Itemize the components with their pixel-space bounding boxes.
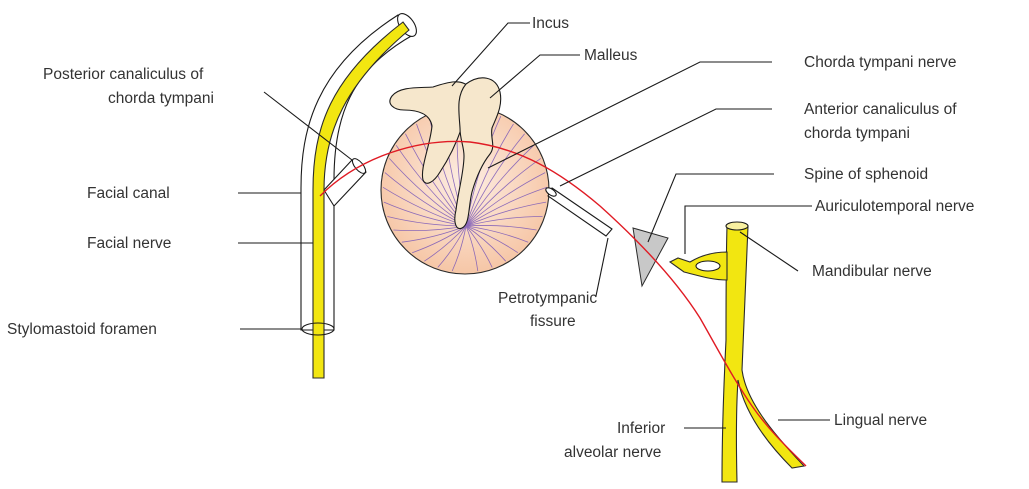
label-posterior-canaliculus-line1: Posterior canaliculus of <box>43 66 204 83</box>
label-spine-of-sphenoid: Spine of sphenoid <box>804 166 928 183</box>
label-inferior-alveolar-line1: Inferior <box>617 420 665 437</box>
label-anterior-canaliculus-line2: chorda tympani <box>804 125 910 142</box>
label-malleus: Malleus <box>584 47 638 64</box>
anterior-canaliculus <box>544 186 612 236</box>
label-auriculotemporal-nerve: Auriculotemporal nerve <box>815 198 974 215</box>
label-incus: Incus <box>532 15 569 32</box>
label-petrotympanic-line1: Petrotympanic <box>498 290 597 307</box>
label-chorda-tympani-nerve: Chorda tympani nerve <box>804 54 957 71</box>
mandibular-nerve-top <box>726 222 748 230</box>
label-facial-nerve: Facial nerve <box>87 235 171 252</box>
label-mandibular-nerve: Mandibular nerve <box>812 263 932 280</box>
label-anterior-canaliculus-line1: Anterior canaliculus of <box>804 101 957 118</box>
label-facial-canal: Facial canal <box>87 185 170 202</box>
mandibular-nerve <box>722 226 804 482</box>
label-stylomastoid-foramen: Stylomastoid foramen <box>7 321 157 338</box>
label-posterior-canaliculus-line2: chorda tympani <box>108 90 214 107</box>
label-lingual-nerve: Lingual nerve <box>834 412 927 429</box>
auriculotemporal-loop <box>696 261 720 271</box>
label-inferior-alveolar-line2: alveolar nerve <box>564 444 661 461</box>
label-petrotympanic-line2: fissure <box>530 313 576 330</box>
